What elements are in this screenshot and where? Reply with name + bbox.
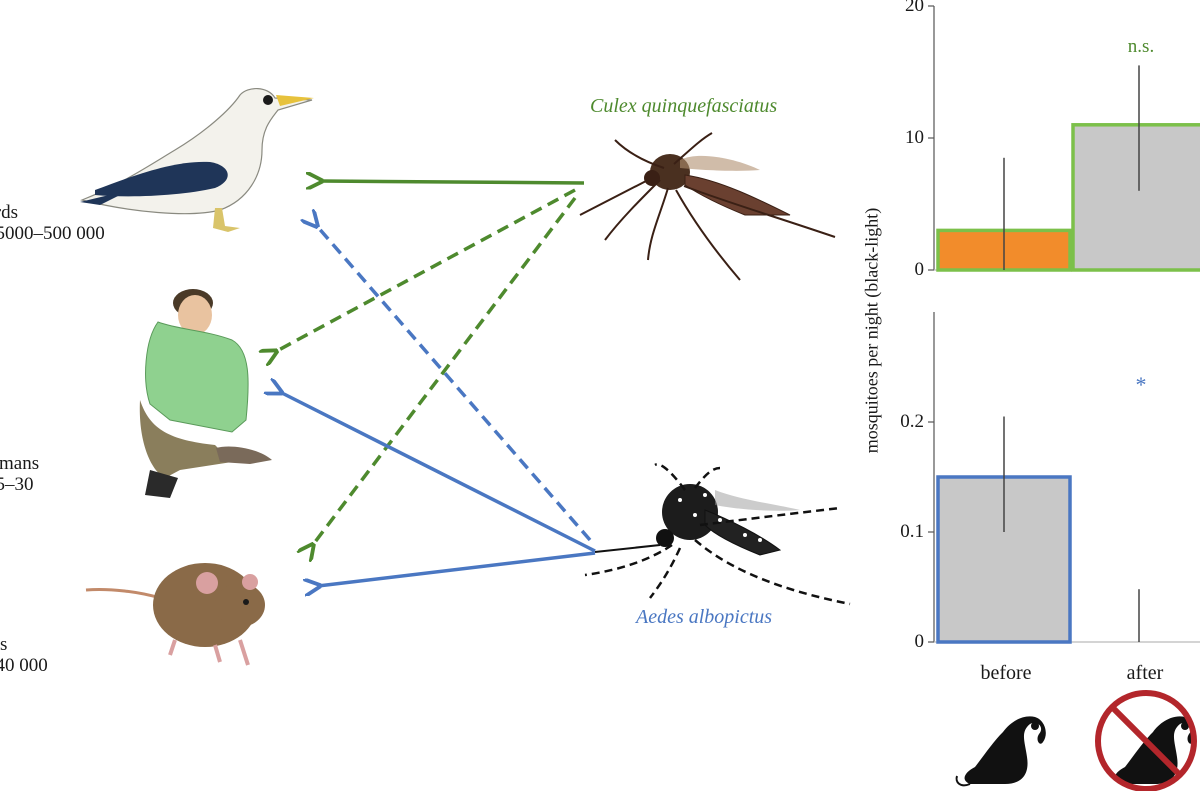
culex-panel-tick-label: 20 [905, 0, 924, 16]
host-label-humans: humans= 5–30 [0, 453, 40, 495]
aedes-panel-tick-label: 0 [914, 631, 925, 652]
bar-chart: n.s. * [928, 5, 1200, 644]
human-illustration [139, 289, 272, 498]
transmission-arrows [275, 181, 596, 586]
culex-panel-bar-after [1071, 123, 1200, 272]
aedes-panel-significance-label: * [1136, 372, 1147, 397]
aedes-panel-tick-label: 0.2 [900, 411, 924, 432]
rat-silhouette-icon [955, 716, 1046, 787]
culex-mosquito-illustration [579, 132, 836, 281]
arrow-aedes-humans [280, 392, 596, 553]
no-rat-icon [1095, 690, 1197, 791]
arrow-culex-birds [320, 181, 585, 183]
species-label-culex: Culex quinquefasciatus [590, 95, 778, 117]
arrow-aedes-birds [316, 225, 592, 542]
culex-panel-tick-label: 0 [914, 259, 925, 280]
aedes-mosquito-illustration [584, 463, 851, 606]
arrow-culex-humans [275, 188, 576, 352]
culex-panel-tick-label: 10 [905, 127, 924, 148]
rat-illustration [85, 563, 265, 666]
culex-panel-significance-label: n.s. [1128, 36, 1154, 57]
host-label-rats: rats= 40 000 [0, 634, 48, 676]
aedes-panel-tick-label: 0.1 [900, 521, 924, 542]
arrow-culex-rats [312, 196, 577, 546]
species-label-aedes: Aedes albopictus [636, 606, 773, 628]
host-label-birds: birds= 5000–500 000 [0, 202, 105, 244]
bird-illustration [80, 88, 314, 232]
arrow-aedes-rats [318, 551, 596, 586]
category-label-after: after [1126, 662, 1164, 684]
y-axis-label: mosquitoes per night (black-light) [861, 207, 882, 454]
category-label-before: before [980, 662, 1032, 684]
